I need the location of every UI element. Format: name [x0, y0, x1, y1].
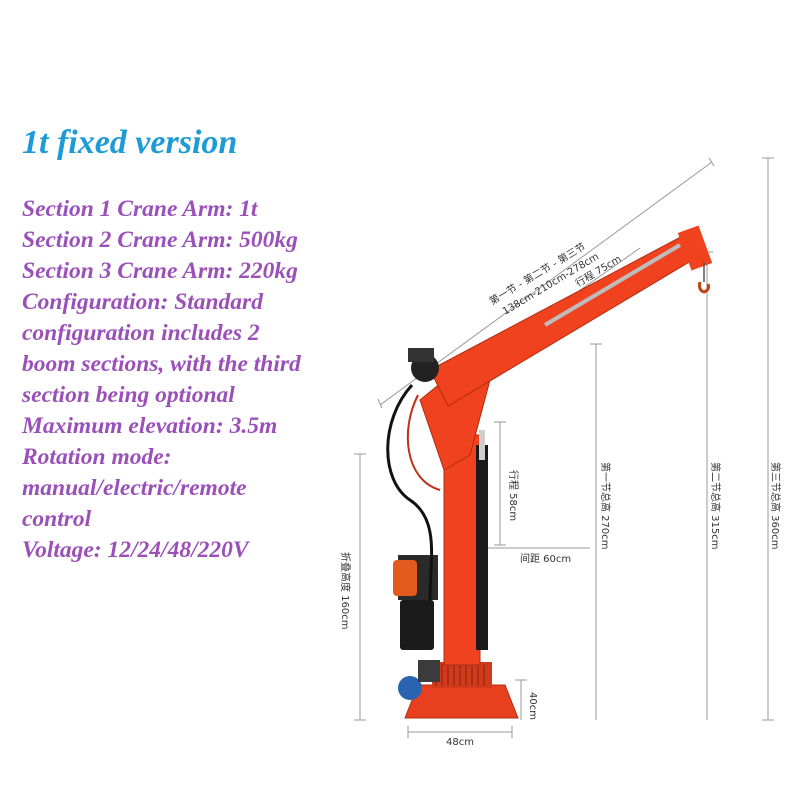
spec-line: Voltage: 12/24/48/220V [22, 537, 249, 563]
spec-line: Section 1 Crane Arm: 1t [22, 196, 258, 222]
spec-line: Section 3 Crane Arm: 220kg [22, 258, 298, 284]
folded-height-label: 折叠高度 160cm [339, 552, 352, 630]
pump-motor [398, 676, 422, 700]
remote-control [393, 560, 417, 596]
hydraulic-hose [386, 383, 434, 601]
spec-line: Configuration: Standard [22, 289, 263, 315]
dimension-lines [354, 157, 774, 738]
base-width-label: 48cm [446, 737, 474, 748]
section2-height-label: 第二节总高 315cm [709, 462, 722, 550]
hook-icon [698, 281, 710, 294]
boom-head [677, 225, 713, 271]
base-height-label: 40cm [527, 692, 538, 720]
section3-height-label: 第三节总高 360cm [769, 462, 782, 550]
spec-line: Maximum elevation: 3.5m [22, 413, 278, 439]
spec-line: control [22, 506, 92, 532]
cylinder-stroke-label: 行程 58cm [507, 470, 520, 521]
telescoping-rod [543, 243, 682, 327]
mast-column [443, 434, 481, 666]
spec-line: Rotation mode: [22, 444, 172, 470]
pump-block [418, 660, 440, 682]
winch-motor [400, 600, 434, 650]
crane-illustration [386, 225, 713, 719]
spacing-label: 间距 60cm [520, 552, 571, 565]
spec-list: Section 1 Crane Arm: 1t Section 2 Crane … [22, 194, 362, 566]
cylinder-rod [479, 430, 485, 460]
lift-cylinder [476, 445, 488, 650]
spec-line: boom sections, with the third [22, 351, 301, 377]
product-title: 1t fixed version [22, 124, 238, 161]
top-motor-housing [408, 348, 434, 362]
base-plate [404, 684, 519, 719]
spec-line: Section 2 Crane Arm: 500kg [22, 227, 298, 253]
spec-line: manual/electric/remote [22, 475, 247, 501]
spec-line: configuration includes 2 [22, 320, 260, 346]
hydraulic-hose [406, 394, 441, 491]
spec-line: section being optional [22, 382, 235, 408]
slew-ring [432, 662, 492, 688]
section1-height-label: 第一节总高 270cm [599, 462, 612, 550]
